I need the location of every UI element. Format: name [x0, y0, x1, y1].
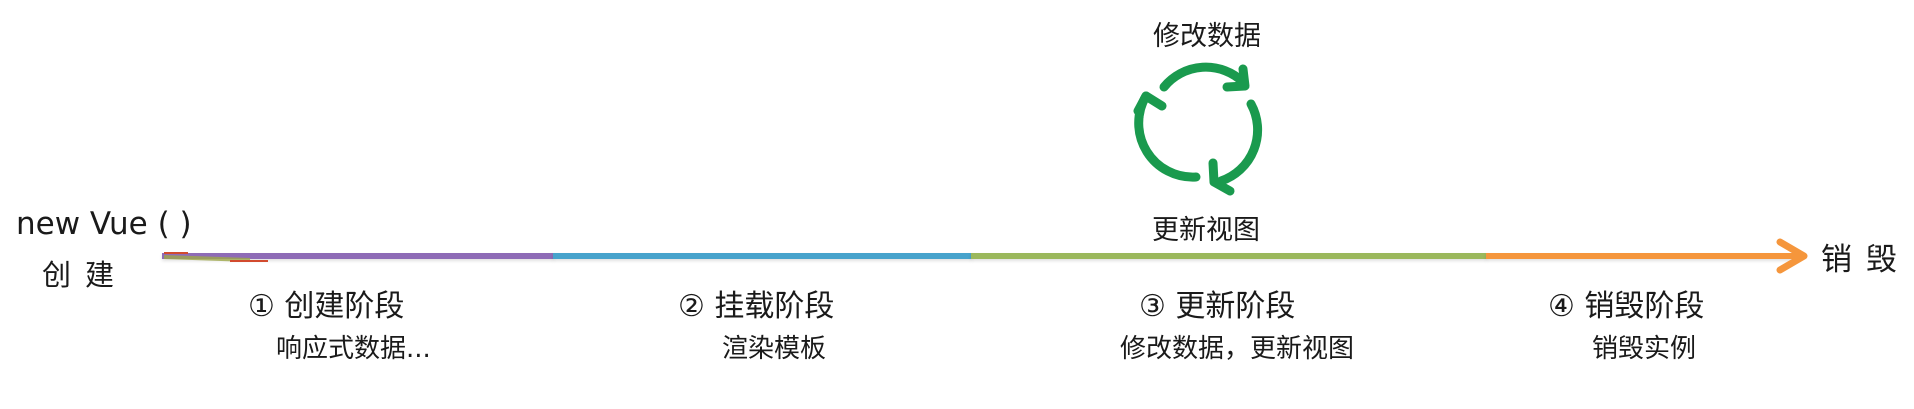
end-label-destroy: 销毁 [1821, 242, 1911, 278]
timeline-segment-destroy [1486, 253, 1798, 259]
timeline-segment-create [162, 253, 554, 259]
start-label-new-vue: new Vue ( ) [16, 206, 192, 242]
timeline-segment-update [971, 253, 1487, 259]
cycle-arrows-icon [1133, 62, 1263, 196]
start-label-create: 创建 [42, 258, 129, 292]
stage-desc-destroy: 销毁实例 [1592, 334, 1697, 364]
stage-desc-update: 修改数据，更新视图 [1120, 334, 1355, 364]
timeline-segment-mount [553, 253, 972, 259]
stage-desc-create: 响应式数据... [276, 334, 431, 364]
loop-label-update-view: 更新视图 [1152, 215, 1260, 246]
stage-desc-mount: 渲染模板 [722, 334, 827, 364]
stage-title-create: ① 创建阶段 [248, 289, 405, 324]
stage-title-destroy: ④ 销毁阶段 [1548, 289, 1705, 324]
loop-label-modify-data: 修改数据 [1153, 21, 1261, 52]
timeline-arrow-head-icon [1776, 238, 1808, 274]
stage-title-mount: ② 挂载阶段 [678, 289, 835, 324]
start-marker-scribble [163, 252, 268, 262]
stage-title-update: ③ 更新阶段 [1139, 289, 1296, 324]
